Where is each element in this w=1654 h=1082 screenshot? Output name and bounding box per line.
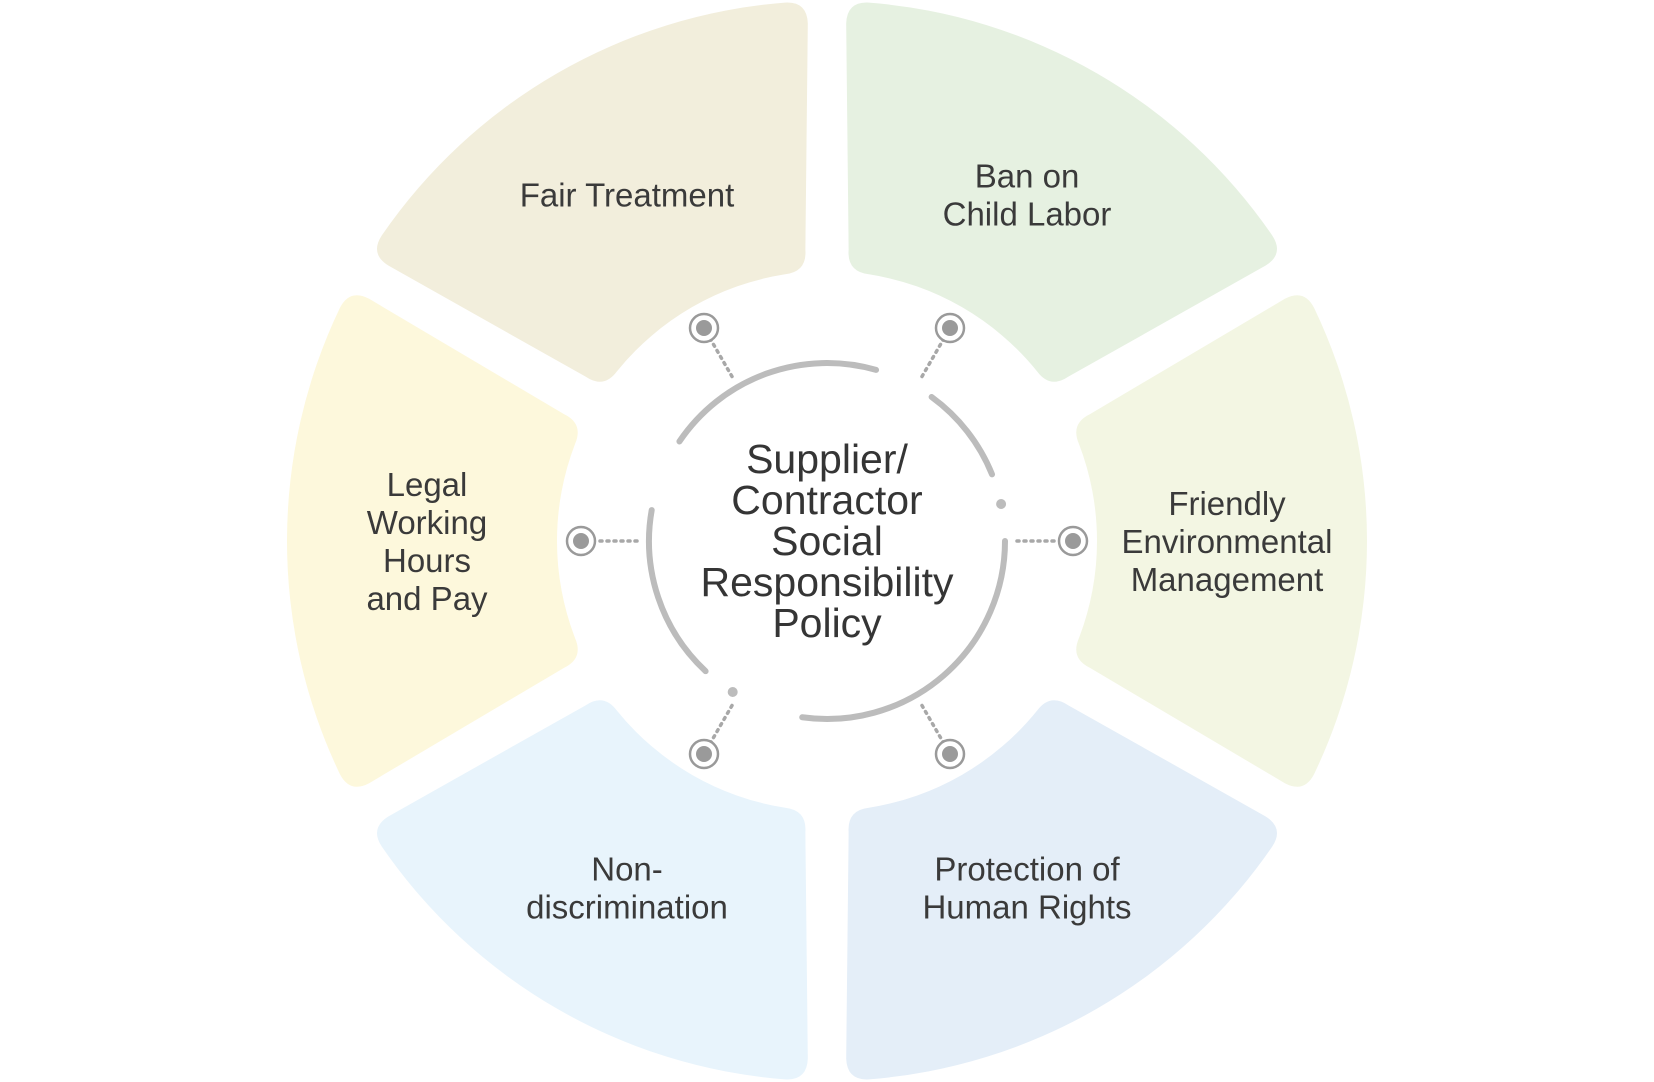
connector-node-dot-ban-on-child-labor	[942, 320, 958, 336]
center-title-line: Responsibility	[701, 559, 954, 605]
segment-shape-protection-of-human-rights	[846, 700, 1278, 1080]
segment-shape-fair-treatment	[376, 2, 808, 382]
segment-label-line: Working	[367, 504, 487, 541]
segment-shape-friendly-environmental-management	[1076, 295, 1367, 787]
center-ring-arc	[928, 393, 996, 478]
center-title-line: Supplier/	[746, 436, 908, 482]
connector-node-dot-fair-treatment	[696, 320, 712, 336]
connector-node-dot-legal-working-hours-and-pay	[573, 533, 589, 549]
connector-line-fair-treatment	[709, 338, 734, 379]
segment-label-line: Environmental	[1122, 523, 1333, 560]
segment-label-line: discrimination	[526, 888, 728, 925]
center-ring-dot	[727, 687, 738, 697]
center-title-line: Policy	[772, 600, 882, 646]
segment-fair-treatment: Fair Treatment	[376, 2, 808, 382]
center-ring-dot	[996, 499, 1007, 509]
segment-label-line: Management	[1131, 561, 1324, 598]
segment-shape-ban-on-child-labor	[846, 2, 1278, 382]
center-ring	[646, 360, 1008, 722]
segment-label-line: Legal	[387, 466, 468, 503]
segment-shape-non-discrimination	[376, 700, 808, 1080]
segment-label-line: Non-	[591, 850, 663, 887]
segment-label-line: Friendly	[1168, 485, 1286, 522]
center-ring-arc	[799, 538, 1008, 722]
segment-label-fair-treatment: Fair Treatment	[520, 177, 735, 214]
segment-label-non-discrimination: Non-discrimination	[526, 850, 728, 925]
segment-non-discrimination: Non-discrimination	[376, 700, 808, 1080]
center-title-line: Contractor	[731, 477, 922, 523]
center-ring-arc	[676, 360, 880, 445]
segment-label-line: and Pay	[366, 580, 488, 617]
segment-label-line: Human Rights	[922, 888, 1131, 925]
segment-label-line: Fair Treatment	[520, 177, 735, 214]
center-title-line: Social	[771, 518, 883, 564]
connector-node-dot-friendly-environmental-management	[1065, 533, 1081, 549]
connector-line-non-discrimination	[709, 703, 734, 744]
segment-label-line: Hours	[383, 542, 471, 579]
center-ring-arc	[646, 507, 709, 675]
connector-line-protection-of-human-rights	[920, 703, 945, 744]
segment-label-line: Protection of	[934, 850, 1120, 887]
connector-line-ban-on-child-labor	[920, 338, 945, 379]
segment-label-line: Ban on	[975, 158, 1080, 195]
connector-node-dot-non-discrimination	[696, 746, 712, 762]
connector-node-dot-protection-of-human-rights	[942, 746, 958, 762]
connectors-layer	[565, 312, 1089, 770]
segment-shape-legal-working-hours-and-pay	[287, 295, 578, 787]
segment-label-line: Child Labor	[943, 196, 1112, 233]
